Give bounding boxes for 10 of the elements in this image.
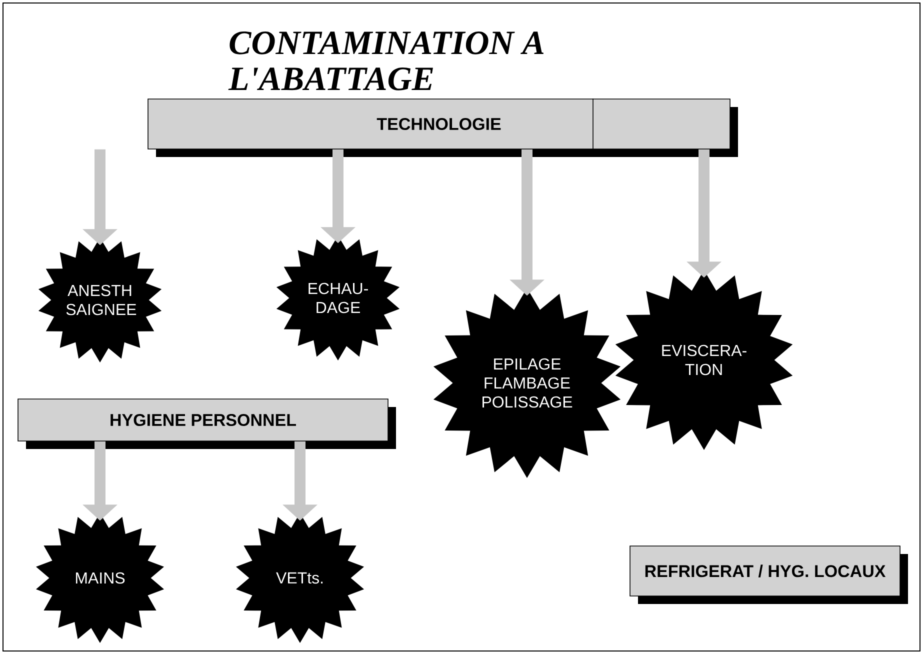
label-bar: TECHNOLOGIE (148, 98, 738, 157)
label-bar: HYGIENE PERSONNEL (18, 398, 396, 449)
starburst: VETts. (236, 513, 364, 643)
starburst: MAINS (36, 513, 164, 643)
starburst: EPILAGE FLAMBAGE POLISSAGE (433, 288, 621, 478)
label-bar: REFRIGERAT / HYG. LOCAUX (630, 546, 908, 604)
starburst: ANESTH SAIGNEE (38, 238, 162, 362)
title: CONTAMINATION A L'ABATTAGE (228, 32, 544, 90)
starburst: EVISCERA- TION (615, 270, 793, 450)
starburst: ECHAU- DAGE (276, 236, 400, 360)
